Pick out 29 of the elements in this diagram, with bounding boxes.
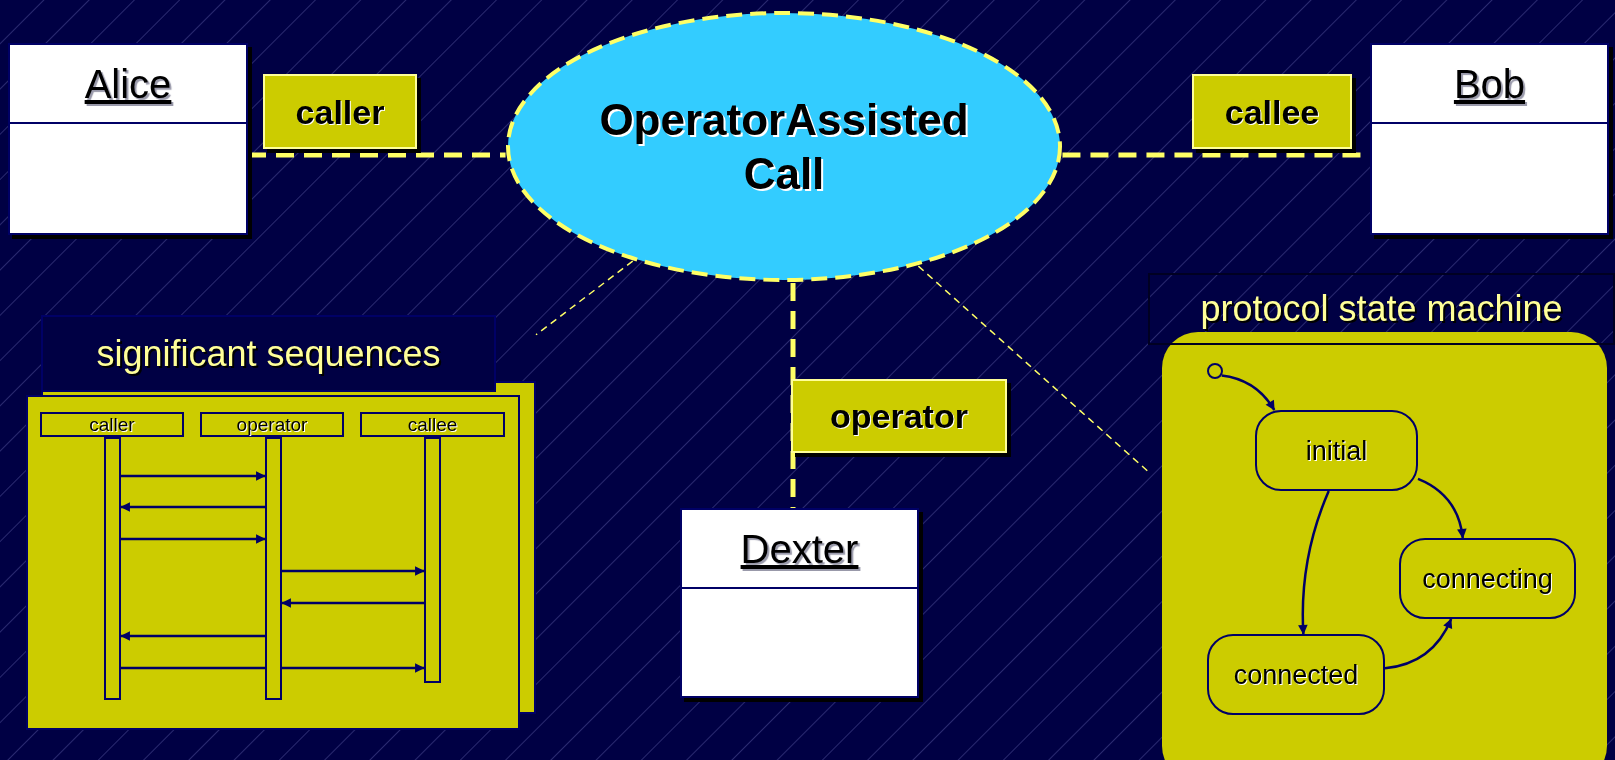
object-name: Alice xyxy=(84,60,172,108)
transition-arrow xyxy=(1298,490,1330,635)
use-case-ellipse xyxy=(505,10,1063,283)
lifeline-bar xyxy=(265,437,282,700)
state-box: connecting xyxy=(1399,538,1576,619)
region-title: protocol state machine xyxy=(1200,288,1563,330)
state-box: connected xyxy=(1207,634,1385,715)
lifeline-bar xyxy=(104,437,121,700)
transition-arrow xyxy=(1417,477,1467,539)
transition-arrow xyxy=(1384,618,1453,670)
transition-arrow xyxy=(1221,374,1276,411)
message-arrow xyxy=(121,534,266,544)
message-arrow xyxy=(282,566,425,576)
state-box: initial xyxy=(1255,410,1418,491)
message-arrow xyxy=(121,663,425,673)
lifeline-bar xyxy=(424,437,441,683)
message-arrow xyxy=(281,598,424,608)
dashed-line xyxy=(535,260,634,336)
message-arrow xyxy=(120,502,265,512)
package-title: significant sequences xyxy=(96,332,441,375)
message-arrow xyxy=(121,471,266,481)
use-case-name: OperatorAssisted Call xyxy=(598,93,970,200)
message-arrow xyxy=(120,631,265,641)
lifeline-head: caller xyxy=(40,412,184,437)
dashed-line xyxy=(917,265,1149,473)
lifeline-head: callee xyxy=(360,412,505,437)
object-name: Bob xyxy=(1453,60,1526,108)
object-name: Dexter xyxy=(740,525,859,573)
lifeline-head: operator xyxy=(200,412,344,437)
